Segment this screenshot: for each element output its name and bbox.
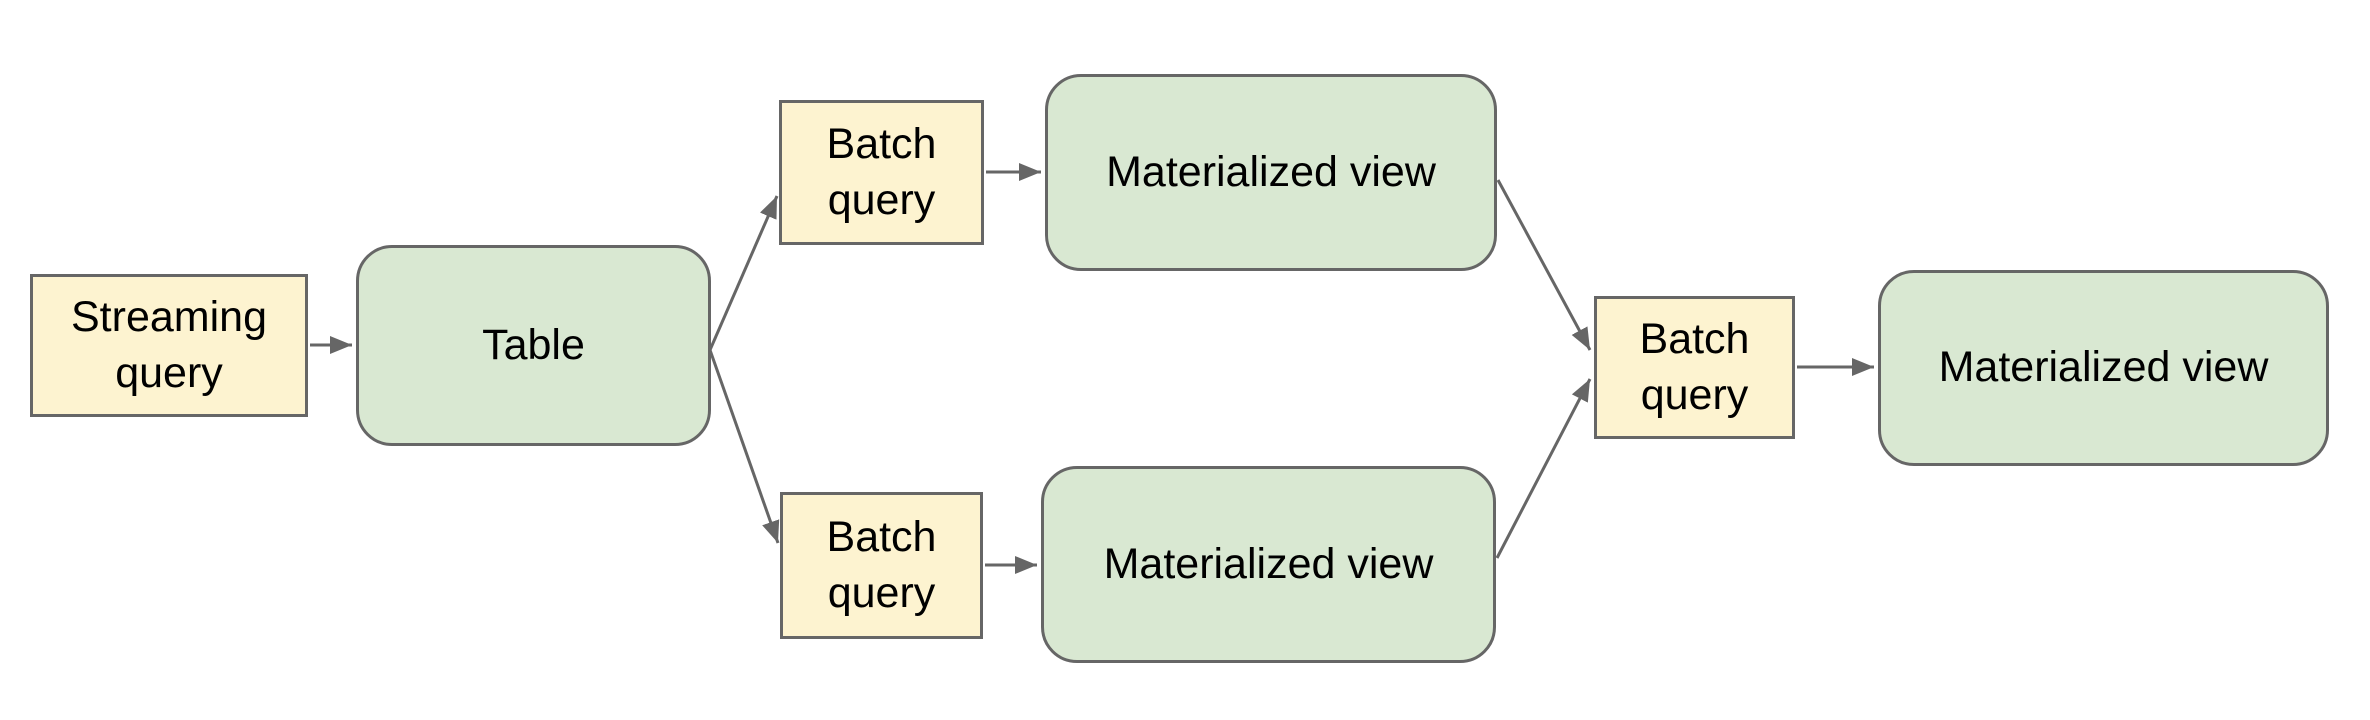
node-materialized-view-bottom: Materialized view <box>1041 466 1496 663</box>
node-batch-query-top-label: Batch query <box>826 119 937 224</box>
edge-table-to-batch-query-top <box>708 195 779 351</box>
node-table: Table <box>356 245 711 446</box>
node-batch-query-right: Batch query <box>1594 296 1795 439</box>
node-batch-query-right-label: Batch query <box>1639 314 1750 419</box>
node-streaming-query: Streaming query <box>30 274 308 417</box>
node-batch-query-top: Batch query <box>779 100 984 245</box>
node-materialized-view-top-label: Materialized view <box>1106 147 1436 196</box>
node-table-label: Table <box>482 320 585 369</box>
node-materialized-view-right: Materialized view <box>1878 270 2329 466</box>
edge-materialized-view-top-to-batch-query-right <box>1496 179 1592 351</box>
node-materialized-view-bottom-label: Materialized view <box>1103 539 1434 588</box>
edge-table-to-batch-query-bottom <box>708 349 780 544</box>
node-batch-query-bottom-label: Batch query <box>826 512 937 617</box>
node-streaming-query-label: Streaming query <box>71 292 267 397</box>
node-batch-query-bottom: Batch query <box>780 492 983 639</box>
edge-materialized-view-bottom-to-batch-query-right <box>1495 378 1592 559</box>
node-materialized-view-top: Materialized view <box>1045 74 1497 271</box>
node-materialized-view-right-label: Materialized view <box>1938 343 2269 392</box>
